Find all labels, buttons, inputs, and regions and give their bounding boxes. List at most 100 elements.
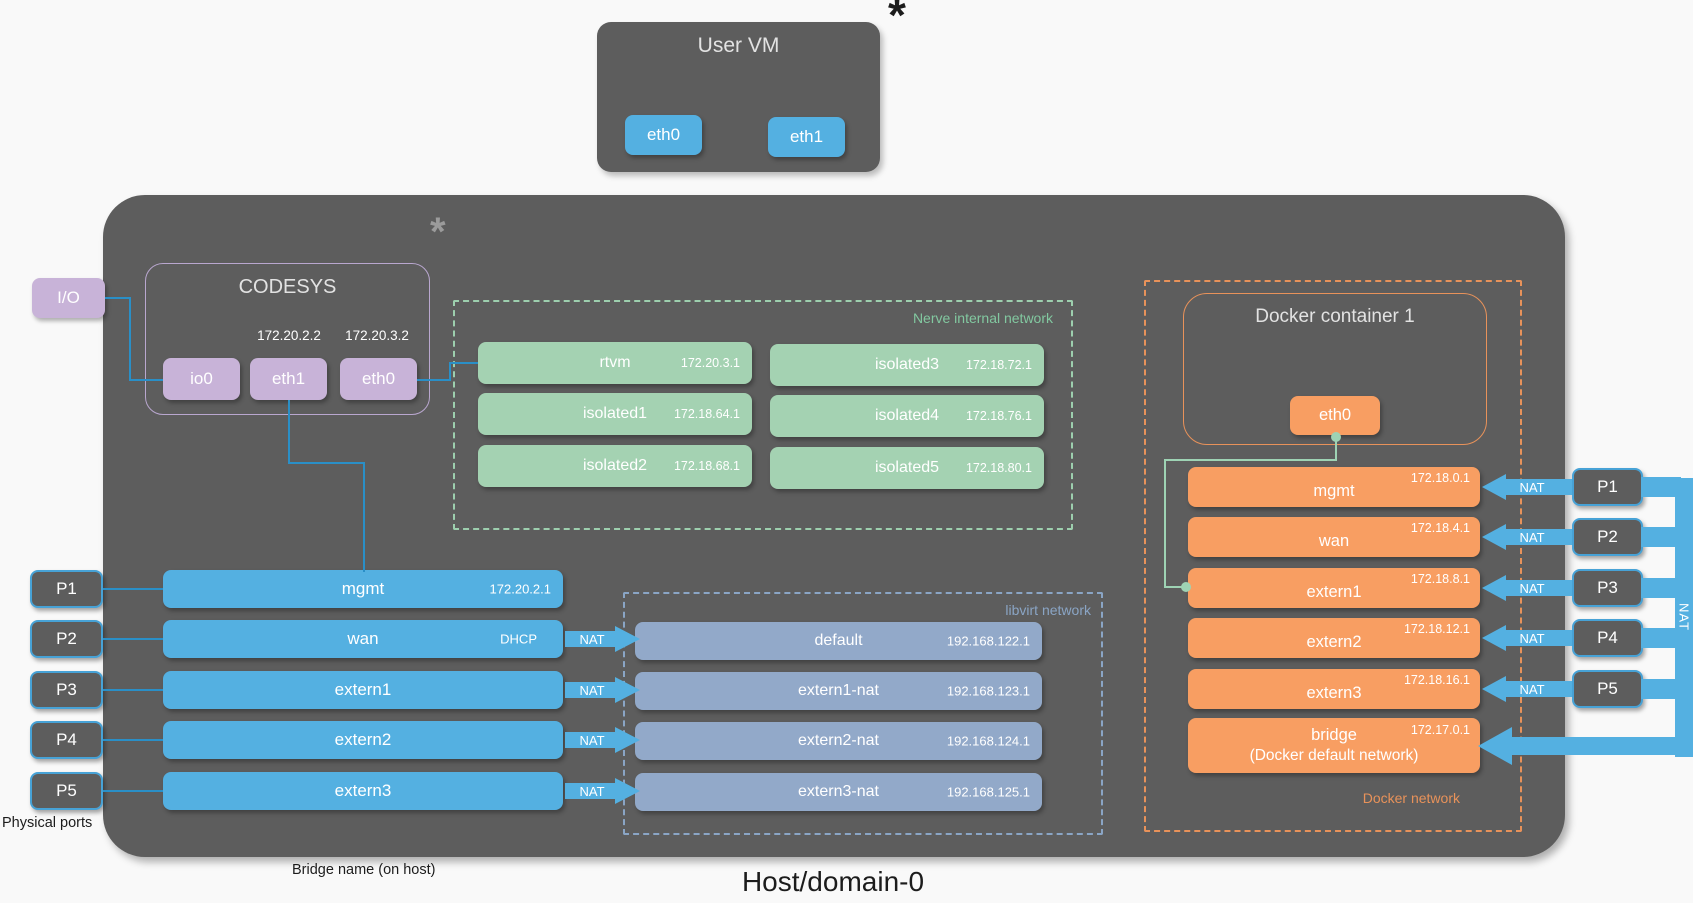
docker-network-box: Docker network <box>1144 280 1522 832</box>
node-label: wan <box>1318 531 1350 550</box>
nerve-node-rtvm: rtvm 172.20.3.1 <box>478 342 752 384</box>
user-vm-title: User VM <box>697 34 780 57</box>
bridge-extern2: extern2 <box>163 721 563 759</box>
docker-eth0: eth0 <box>1290 396 1380 435</box>
nerve-node-isolated1: isolated1 172.18.64.1 <box>478 393 752 435</box>
bridge-label: wan <box>347 629 379 648</box>
node-label: extern3-nat <box>798 783 879 800</box>
nerve-network-label: Nerve internal network <box>912 310 1053 326</box>
node-label: default <box>814 632 863 649</box>
bridge-label: extern1 <box>334 680 392 699</box>
port-left-p4: P4 <box>30 721 103 759</box>
port-right-p1: P1 <box>1572 468 1643 506</box>
node-ip: 192.168.123.1 <box>946 683 1030 699</box>
docker-node-extern3: extern3 172.18.16.1 <box>1188 669 1480 709</box>
node-ip: 172.18.80.1 <box>965 461 1032 475</box>
node-label: extern2 <box>1306 632 1362 651</box>
libvirt-node-extern3-nat: extern3-nat 192.168.125.1 <box>635 773 1042 811</box>
host-title: Host/domain-0 <box>741 866 925 897</box>
node-ip: 172.17.0.1 <box>1410 723 1470 737</box>
libvirt-network-box: libvirt network <box>623 592 1103 835</box>
bridge-label: extern2 <box>334 730 392 749</box>
node-label: isolated5 <box>874 459 940 476</box>
bridge-mgmt: mgmt 172.20.2.1 <box>163 570 563 608</box>
port-right-p4: P4 <box>1572 619 1643 657</box>
node-ip: 172.18.16.1 <box>1403 673 1470 687</box>
libvirt-node-extern2-nat: extern2-nat 192.168.124.1 <box>635 722 1042 760</box>
user-vm-eth1: eth1 <box>768 117 845 157</box>
bridge-name-label: Bridge name (on host) <box>292 862 436 878</box>
port-right-p3: P3 <box>1572 569 1643 607</box>
node-ip: 172.18.68.1 <box>673 459 740 473</box>
nerve-node-isolated2: isolated2 172.18.68.1 <box>478 445 752 487</box>
port-left-p5: P5 <box>30 772 103 810</box>
codesys-eth0: eth0 <box>340 358 417 400</box>
node-label: extern1 <box>1306 582 1362 601</box>
node-label: mgmt <box>1313 481 1355 500</box>
nat-stub-p3 <box>1641 578 1681 598</box>
port-left-p1: P1 <box>30 570 103 608</box>
nerve-node-isolated5: isolated5 172.18.80.1 <box>770 447 1044 489</box>
host-asterisk: * <box>430 210 446 254</box>
user-vm-eth0: eth0 <box>625 115 702 155</box>
docker-container-title: Docker container 1 <box>1255 306 1415 327</box>
node-ip: 172.18.12.1 <box>1403 622 1470 636</box>
docker-node-extern2: extern2 172.18.12.1 <box>1188 618 1480 658</box>
nerve-node-isolated3: isolated3 172.18.72.1 <box>770 344 1044 386</box>
libvirt-node-default: default 192.168.122.1 <box>635 622 1042 660</box>
io-module-box: I/O <box>32 278 105 318</box>
codesys-title: CODESYS <box>238 276 337 298</box>
nerve-network-box: Nerve internal network <box>453 300 1073 530</box>
nat-stub-p2 <box>1641 527 1681 547</box>
bridge-label: mgmt <box>341 579 385 598</box>
port-right-p5: P5 <box>1572 670 1643 708</box>
codesys-eth1: eth1 <box>250 358 327 400</box>
bridge-detail: DHCP <box>500 631 537 647</box>
node-label: extern2-nat <box>798 732 879 749</box>
codesys-io0: io0 <box>163 358 240 400</box>
node-ip: 192.168.124.1 <box>946 733 1030 749</box>
node-sublabel: (Docker default network) <box>1249 747 1419 765</box>
libvirt-node-extern1-nat: extern1-nat 192.168.123.1 <box>635 672 1042 710</box>
docker-node-wan: wan 172.18.4.1 <box>1188 517 1480 557</box>
node-ip: 172.20.3.1 <box>680 356 740 370</box>
node-label: isolated4 <box>874 407 940 424</box>
docker-node-mgmt: mgmt 172.18.0.1 <box>1188 467 1480 507</box>
codesys-eth0-ip: 172.20.3.2 <box>345 328 409 343</box>
docker-network-label: Docker network <box>1362 790 1460 806</box>
node-label: bridge <box>1311 725 1357 744</box>
node-ip: 172.18.76.1 <box>965 409 1032 423</box>
codesys-eth1-ip: 172.20.2.2 <box>257 328 321 343</box>
node-ip: 172.18.72.1 <box>965 358 1032 372</box>
docker-node-bridge: bridge (Docker default network) 172.17.0… <box>1188 718 1480 773</box>
port-left-p3: P3 <box>30 671 103 709</box>
nat-bar-label: NAT <box>1676 603 1692 632</box>
nerve-node-isolated4: isolated4 172.18.76.1 <box>770 395 1044 437</box>
bridge-extern3: extern3 <box>163 772 563 810</box>
node-ip: 172.18.0.1 <box>1410 471 1470 485</box>
bridge-wan: wan DHCP <box>163 620 563 658</box>
node-ip: 172.18.8.1 <box>1410 572 1470 586</box>
node-label: rtvm <box>599 354 631 371</box>
libvirt-network-label: libvirt network <box>1005 602 1091 618</box>
nat-stub-p5 <box>1641 679 1681 699</box>
nat-stub-p1 <box>1641 477 1681 497</box>
footnote-asterisk: * <box>888 0 906 41</box>
nat-stub-p4 <box>1641 628 1681 648</box>
physical-ports-label: Physical ports <box>2 815 93 831</box>
bridge-extern1: extern1 <box>163 671 563 709</box>
bridge-label: extern3 <box>334 781 392 800</box>
node-ip: 192.168.122.1 <box>946 633 1030 649</box>
node-label: isolated3 <box>874 356 940 373</box>
node-ip: 192.168.125.1 <box>946 784 1030 800</box>
port-right-p2: P2 <box>1572 518 1643 556</box>
node-label: isolated2 <box>582 457 648 474</box>
node-ip: 172.18.4.1 <box>1410 521 1470 535</box>
node-label: isolated1 <box>582 405 648 422</box>
docker-node-extern1: extern1 172.18.8.1 <box>1188 568 1480 608</box>
port-left-p2: P2 <box>30 620 103 658</box>
node-label: extern3 <box>1306 683 1362 702</box>
nat-bar: NAT <box>1675 478 1693 757</box>
node-label: extern1-nat <box>798 682 879 699</box>
